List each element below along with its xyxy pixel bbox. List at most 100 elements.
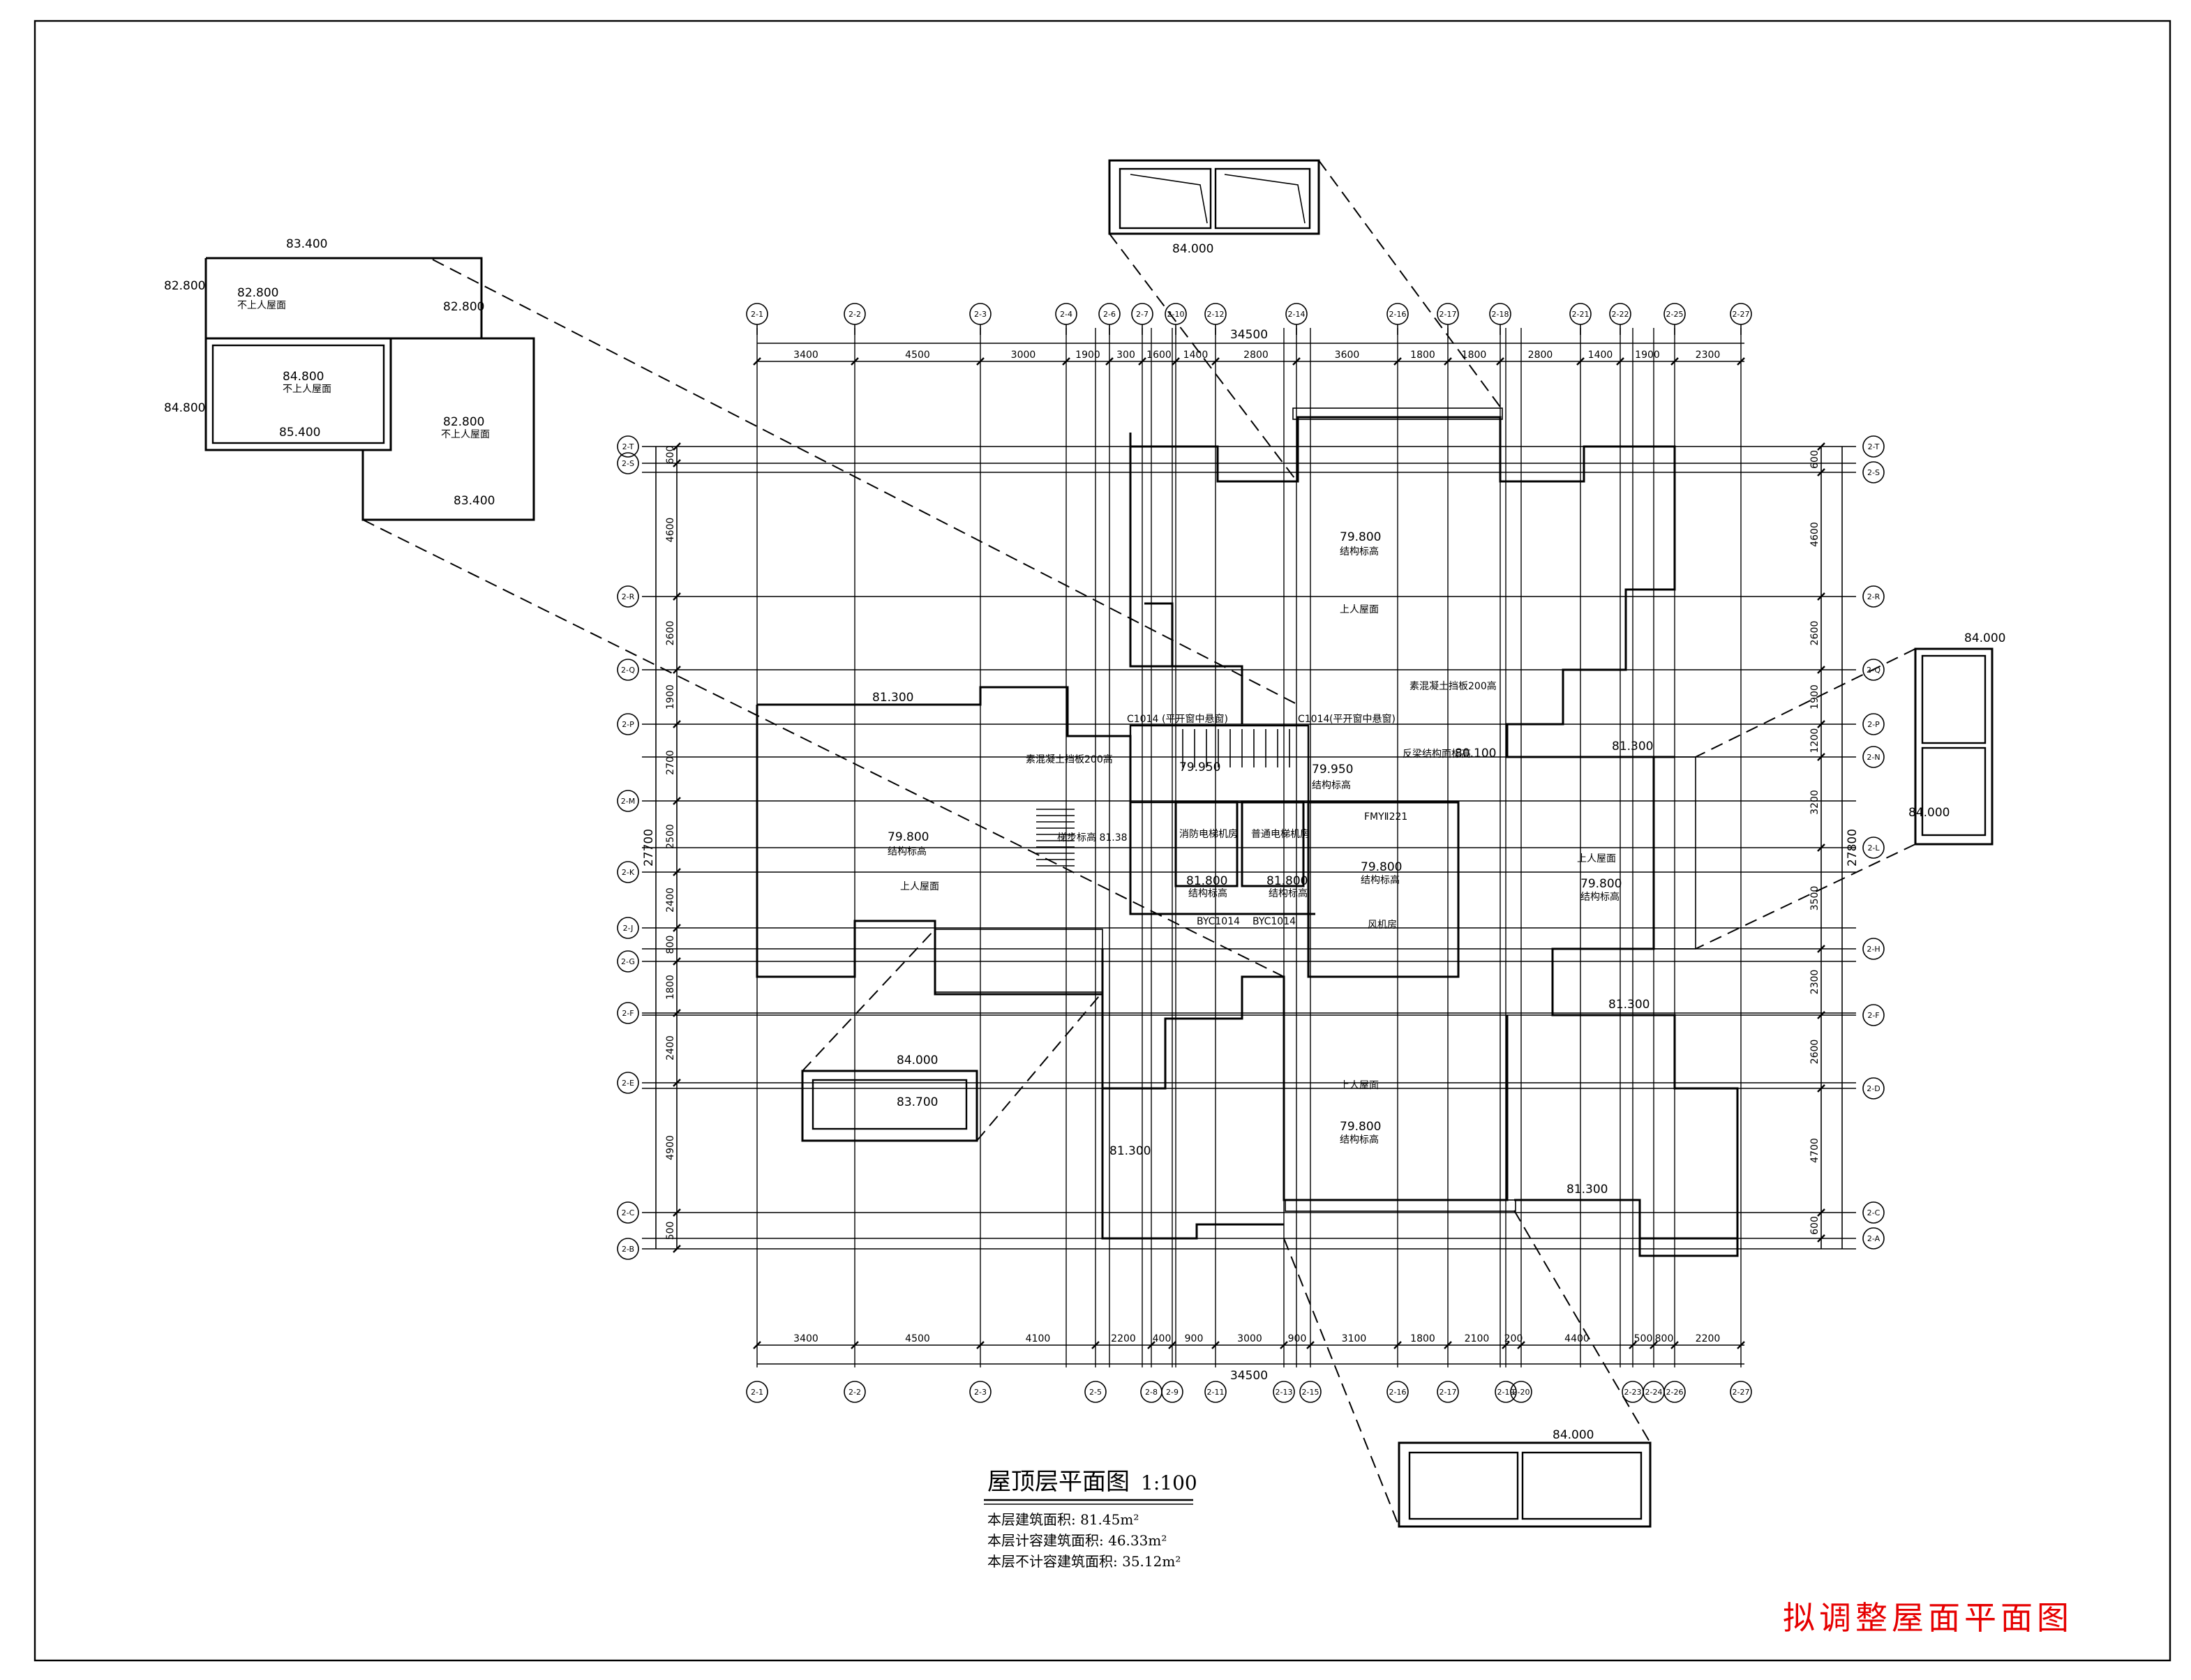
top-dim-label: 1400 xyxy=(1183,350,1209,361)
axis-label: 2-B xyxy=(622,1245,634,1254)
axis-bubble-circle xyxy=(1862,1227,1885,1250)
axis-label: 2-P xyxy=(1867,720,1880,729)
stair-struct-right: 结构标高 xyxy=(1312,779,1351,791)
right-dim-label: 1200 xyxy=(1809,728,1820,753)
axis-bubble-circle xyxy=(1663,1381,1686,1403)
bottom-dim-label: 4500 xyxy=(905,1333,930,1344)
right-leader-2 xyxy=(1695,843,1916,950)
axis-top-2-12: 2-12 xyxy=(1204,303,1227,325)
axis-label: 2-K xyxy=(622,868,635,877)
east-roof-struct: 结构标高 xyxy=(1580,891,1620,903)
axis-label: 2-F xyxy=(622,1009,634,1018)
axis-label: 2-2 xyxy=(848,1388,861,1397)
right-dim-label: 4700 xyxy=(1809,1138,1820,1163)
axis-bubble-circle xyxy=(617,790,639,812)
axis-bubble-circle xyxy=(1204,303,1227,325)
west-roof-accessible: 上人屋面 xyxy=(900,881,939,892)
top-detail-slope-1 xyxy=(1130,174,1208,224)
bottom-dim-label: 2200 xyxy=(1111,1333,1136,1344)
axis-bubble-circle xyxy=(1204,1381,1227,1403)
bottom-dim-label: 200 xyxy=(1504,1333,1523,1344)
axis-right-2-R: 2-R xyxy=(1862,585,1885,608)
bottom-detail-box xyxy=(1398,1441,1652,1528)
south-roof-elev: 79.800 xyxy=(1340,1120,1381,1134)
axis-label: 2-21 xyxy=(1572,310,1590,319)
bottom-detail-cell-2 xyxy=(1521,1451,1643,1520)
axis-bubble-circle xyxy=(1386,1381,1409,1403)
bottom-dim-label: 2100 xyxy=(1465,1333,1490,1344)
west-roof-struct: 结构标高 xyxy=(888,846,927,857)
west-parapet-elev: 81.300 xyxy=(872,691,913,705)
elev-room1-struct: 结构标高 xyxy=(1188,887,1227,899)
axis-bubble-circle xyxy=(1862,1077,1885,1100)
top-leader-1 xyxy=(1109,233,1295,479)
axis-bottom-2-19: 2-19 xyxy=(1495,1381,1517,1403)
south-east-elev: 81.300 xyxy=(1566,1183,1608,1197)
concrete-note-left: 素混凝土挡板200高 xyxy=(1026,753,1113,765)
axis-right-2-T: 2-T xyxy=(1862,435,1885,458)
axis-right-2-A: 2-A xyxy=(1862,1227,1885,1250)
window-c1014-right: C1014 xyxy=(1298,714,1329,725)
axis-top-2-21: 2-21 xyxy=(1569,303,1592,325)
axis-left-2-F: 2-F xyxy=(617,1002,639,1024)
axis-label: 2-23 xyxy=(1624,1388,1642,1397)
axis-bottom-2-9: 2-9 xyxy=(1161,1381,1183,1403)
top-dim-label: 1800 xyxy=(1462,350,1487,361)
right-dim-label: 2600 xyxy=(1809,621,1820,646)
upper-elev-83400-bottom: 83.400 xyxy=(454,494,495,508)
axis-bubble-circle xyxy=(1437,303,1459,325)
upper-elev-82800-c: 82.800 xyxy=(443,415,484,429)
axis-bubble-circle xyxy=(617,950,639,973)
bottom-detail-elev: 84.000 xyxy=(1553,1428,1594,1442)
axis-label: 2-17 xyxy=(1440,310,1457,319)
bottom-dim-label: 400 xyxy=(1153,1333,1172,1344)
right-detail-elev-top: 84.000 xyxy=(1964,631,2005,645)
axis-label: 2-27 xyxy=(1733,310,1750,319)
right-detail-box xyxy=(1914,647,1994,846)
upper-roof-outline-3 xyxy=(361,337,535,521)
upper-elev-84800: 84.800 xyxy=(283,370,324,384)
left-total-dim: 27700 xyxy=(642,829,656,867)
bottom-right-wall xyxy=(1514,1199,1737,1240)
axis-bottom-2-11: 2-11 xyxy=(1204,1381,1227,1403)
axis-bubble-circle xyxy=(1862,1201,1885,1224)
drawing-title: 屋顶层平面图 xyxy=(987,1468,1130,1496)
axis-label: 2-6 xyxy=(1103,310,1116,319)
axis-right-2-L: 2-L xyxy=(1862,837,1885,859)
parapet-blocks xyxy=(934,407,1696,1212)
axis-bubble-circle xyxy=(1663,303,1686,325)
axis-bubble-circle xyxy=(617,861,639,883)
axis-bubble-circle xyxy=(1131,303,1153,325)
upper-not-accessible-b: 不上人屋面 xyxy=(283,384,331,395)
upper-elev-85400: 85.400 xyxy=(279,426,320,440)
axis-bubble-circle xyxy=(1299,1381,1322,1403)
upper-leader-2 xyxy=(362,519,1285,977)
upper-elev-83400-top: 83.400 xyxy=(286,237,327,251)
left-wing-wall xyxy=(756,705,1104,996)
beam-elev: 80.100 xyxy=(1455,747,1496,760)
left-dim-label: 600 xyxy=(665,446,676,465)
right-dim-label: 2300 xyxy=(1809,970,1820,995)
axis-bubble-circle xyxy=(617,713,639,735)
top-center-wall-seg xyxy=(1172,665,1243,724)
axis-label: 2-11 xyxy=(1207,1388,1225,1397)
axis-bubble-circle xyxy=(1084,1381,1107,1403)
stair-elev-right: 79.950 xyxy=(1312,763,1353,777)
bottom-leader-2 xyxy=(1513,1210,1651,1443)
axis-top-2-22: 2-22 xyxy=(1609,303,1631,325)
upper-elev-82800-left: 82.800 xyxy=(164,279,205,293)
axis-label: 2-19 xyxy=(1497,1388,1515,1397)
axis-bubble-circle xyxy=(1437,1381,1459,1403)
axis-bubble-circle xyxy=(746,303,768,325)
upper-elev-82800-b: 82.800 xyxy=(443,300,484,314)
axis-bottom-2-5: 2-5 xyxy=(1084,1381,1107,1403)
axis-bubble-circle xyxy=(844,1381,866,1403)
west-roof-elev: 79.800 xyxy=(888,830,929,844)
bottom-dim-label: 900 xyxy=(1288,1333,1307,1344)
axis-left-2-P: 2-P xyxy=(617,713,639,735)
left-dim-label: 2700 xyxy=(665,750,676,775)
axis-label: 2-9 xyxy=(1166,1388,1179,1397)
fan-room-elev: 79.800 xyxy=(1361,860,1402,874)
